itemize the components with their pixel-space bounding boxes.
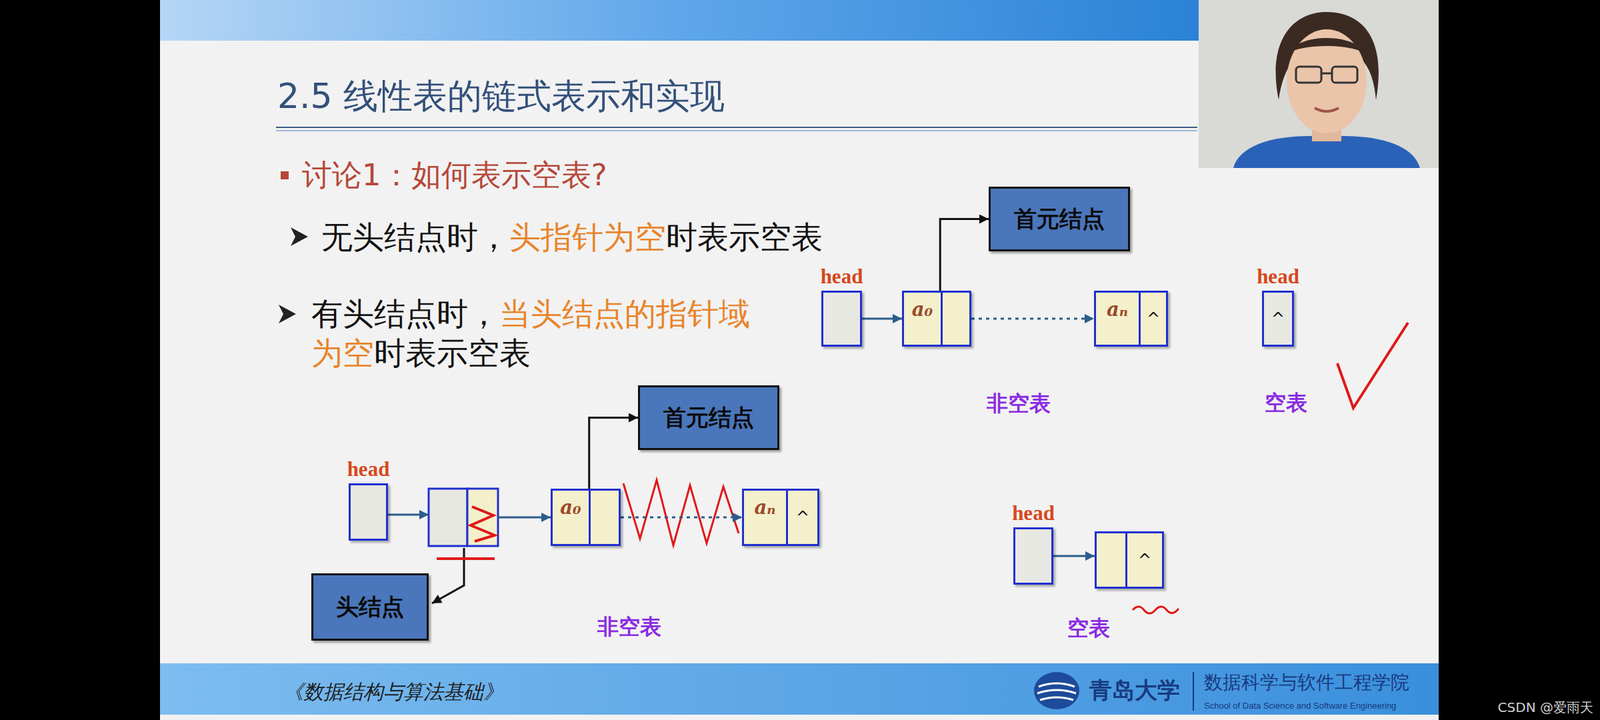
bullet-text: 头指针为空: [509, 218, 666, 256]
bullet-square: [280, 171, 289, 180]
head-pointer: head: [1013, 527, 1054, 585]
school-name: 数据科学与软件工程学院: [1204, 670, 1410, 696]
head-label: head: [1256, 264, 1300, 289]
null-mark: ^: [1138, 550, 1152, 570]
pointer-arrow: [498, 516, 551, 519]
webcam-glasses: [1296, 66, 1322, 83]
callout-text: 首元结点: [663, 402, 754, 434]
list-node: ^: [1094, 531, 1164, 589]
list-node: aₙ ^: [742, 488, 820, 546]
list-caption: 空表: [1067, 614, 1110, 644]
slide-ground: [160, 0, 1439, 720]
bullet-arrow: [290, 227, 308, 246]
callout-leader: [432, 548, 464, 604]
null-mark: ^: [796, 508, 810, 527]
bullet-text: 有头结点时，: [311, 295, 500, 332]
element-value: aₙ: [754, 496, 776, 519]
dotted-pointer-arrow: [620, 516, 742, 519]
head-label: head: [347, 457, 390, 482]
list-caption: 非空表: [986, 389, 1051, 419]
pointer-arrow: [862, 318, 902, 320]
pointer-field: ^: [788, 490, 818, 544]
logo-separator: [1192, 672, 1194, 711]
pointer-arrow: [388, 514, 429, 516]
school-name-en: School of Data Science and Software Engi…: [1204, 700, 1396, 711]
course-name: 《数据结构与算法基础》: [283, 678, 504, 706]
data-field: a₀: [904, 292, 943, 345]
red-scribble: [623, 480, 739, 546]
data-field: aₙ: [744, 490, 788, 544]
element-value: a₀: [912, 298, 934, 321]
webcam-ground: [1198, 0, 1439, 168]
red-wave: [1132, 606, 1179, 614]
title-rule: [276, 126, 1198, 128]
list-node: a₀: [550, 488, 621, 546]
head-label: head: [1012, 501, 1055, 526]
list-caption: 空表: [1264, 388, 1308, 418]
bullet-text: 无头结点时，: [321, 218, 510, 256]
dotted-pointer-arrow: [971, 318, 1094, 320]
callout-arrow: [940, 219, 989, 292]
title-rule: [276, 130, 1198, 132]
university-emblem: [1037, 683, 1076, 700]
pointer-field: ^: [1140, 292, 1166, 345]
callout-box: 首元结点: [988, 186, 1130, 252]
watermark: CSDN @爱雨天: [1498, 698, 1594, 717]
head-pointer: head: [348, 483, 388, 541]
bullet-line: 无头结点时，头指针为空时表示空表: [321, 217, 823, 257]
pointer-field: ^: [1127, 533, 1162, 587]
bullet-text: 时表示空表: [374, 334, 531, 372]
list-caption: 非空表: [597, 612, 662, 642]
head-pointer: head^: [1262, 290, 1294, 347]
red-checkmark: [1337, 322, 1408, 408]
pointer-field: [590, 490, 619, 544]
list-node: a₀: [902, 290, 972, 347]
callout-text: 首元结点: [1014, 204, 1105, 235]
head-label: head: [820, 264, 864, 289]
red-underline: [436, 557, 495, 560]
callout-box: 头结点: [311, 573, 429, 641]
slide-title: 2.5 线性表的链式表示和实现: [277, 73, 725, 120]
element-value: aₙ: [1106, 298, 1128, 321]
head-pointer: head: [821, 290, 862, 347]
bullet-arrow: [278, 304, 296, 324]
red-scribble: [470, 506, 495, 542]
callout-box: 首元结点: [638, 385, 780, 450]
discussion-heading: 讨论1：如何表示空表?: [302, 155, 608, 196]
webcam-fringe: [1286, 38, 1368, 55]
head-node-pointer: [467, 488, 498, 546]
head-node-data: [428, 488, 468, 546]
list-node: aₙ ^: [1094, 290, 1168, 347]
pointer-arrow: [1053, 555, 1095, 558]
pointer-field: [942, 292, 970, 345]
top-bar: [160, 0, 1199, 41]
webcam-glasses: [1332, 66, 1358, 83]
university-name: 青岛大学: [1089, 675, 1180, 706]
webcam-glasses: [1321, 72, 1332, 75]
data-field: [1096, 533, 1128, 587]
callout-text: 头结点: [336, 592, 404, 623]
bullet-text: 时表示空表: [666, 218, 823, 256]
element-value: a₀: [560, 496, 582, 519]
null-mark: ^: [1146, 309, 1160, 328]
null-mark: ^: [1271, 309, 1285, 328]
webcam-mouth: [1314, 108, 1339, 112]
data-field: aₙ: [1096, 292, 1141, 345]
data-field: a₀: [552, 490, 591, 544]
bullet-line: 有头结点时，当头结点的指针域为空时表示空表: [311, 294, 765, 373]
bottom-band: [160, 663, 1439, 715]
university-emblem: [1034, 672, 1080, 710]
callout-arrow: [589, 418, 638, 490]
